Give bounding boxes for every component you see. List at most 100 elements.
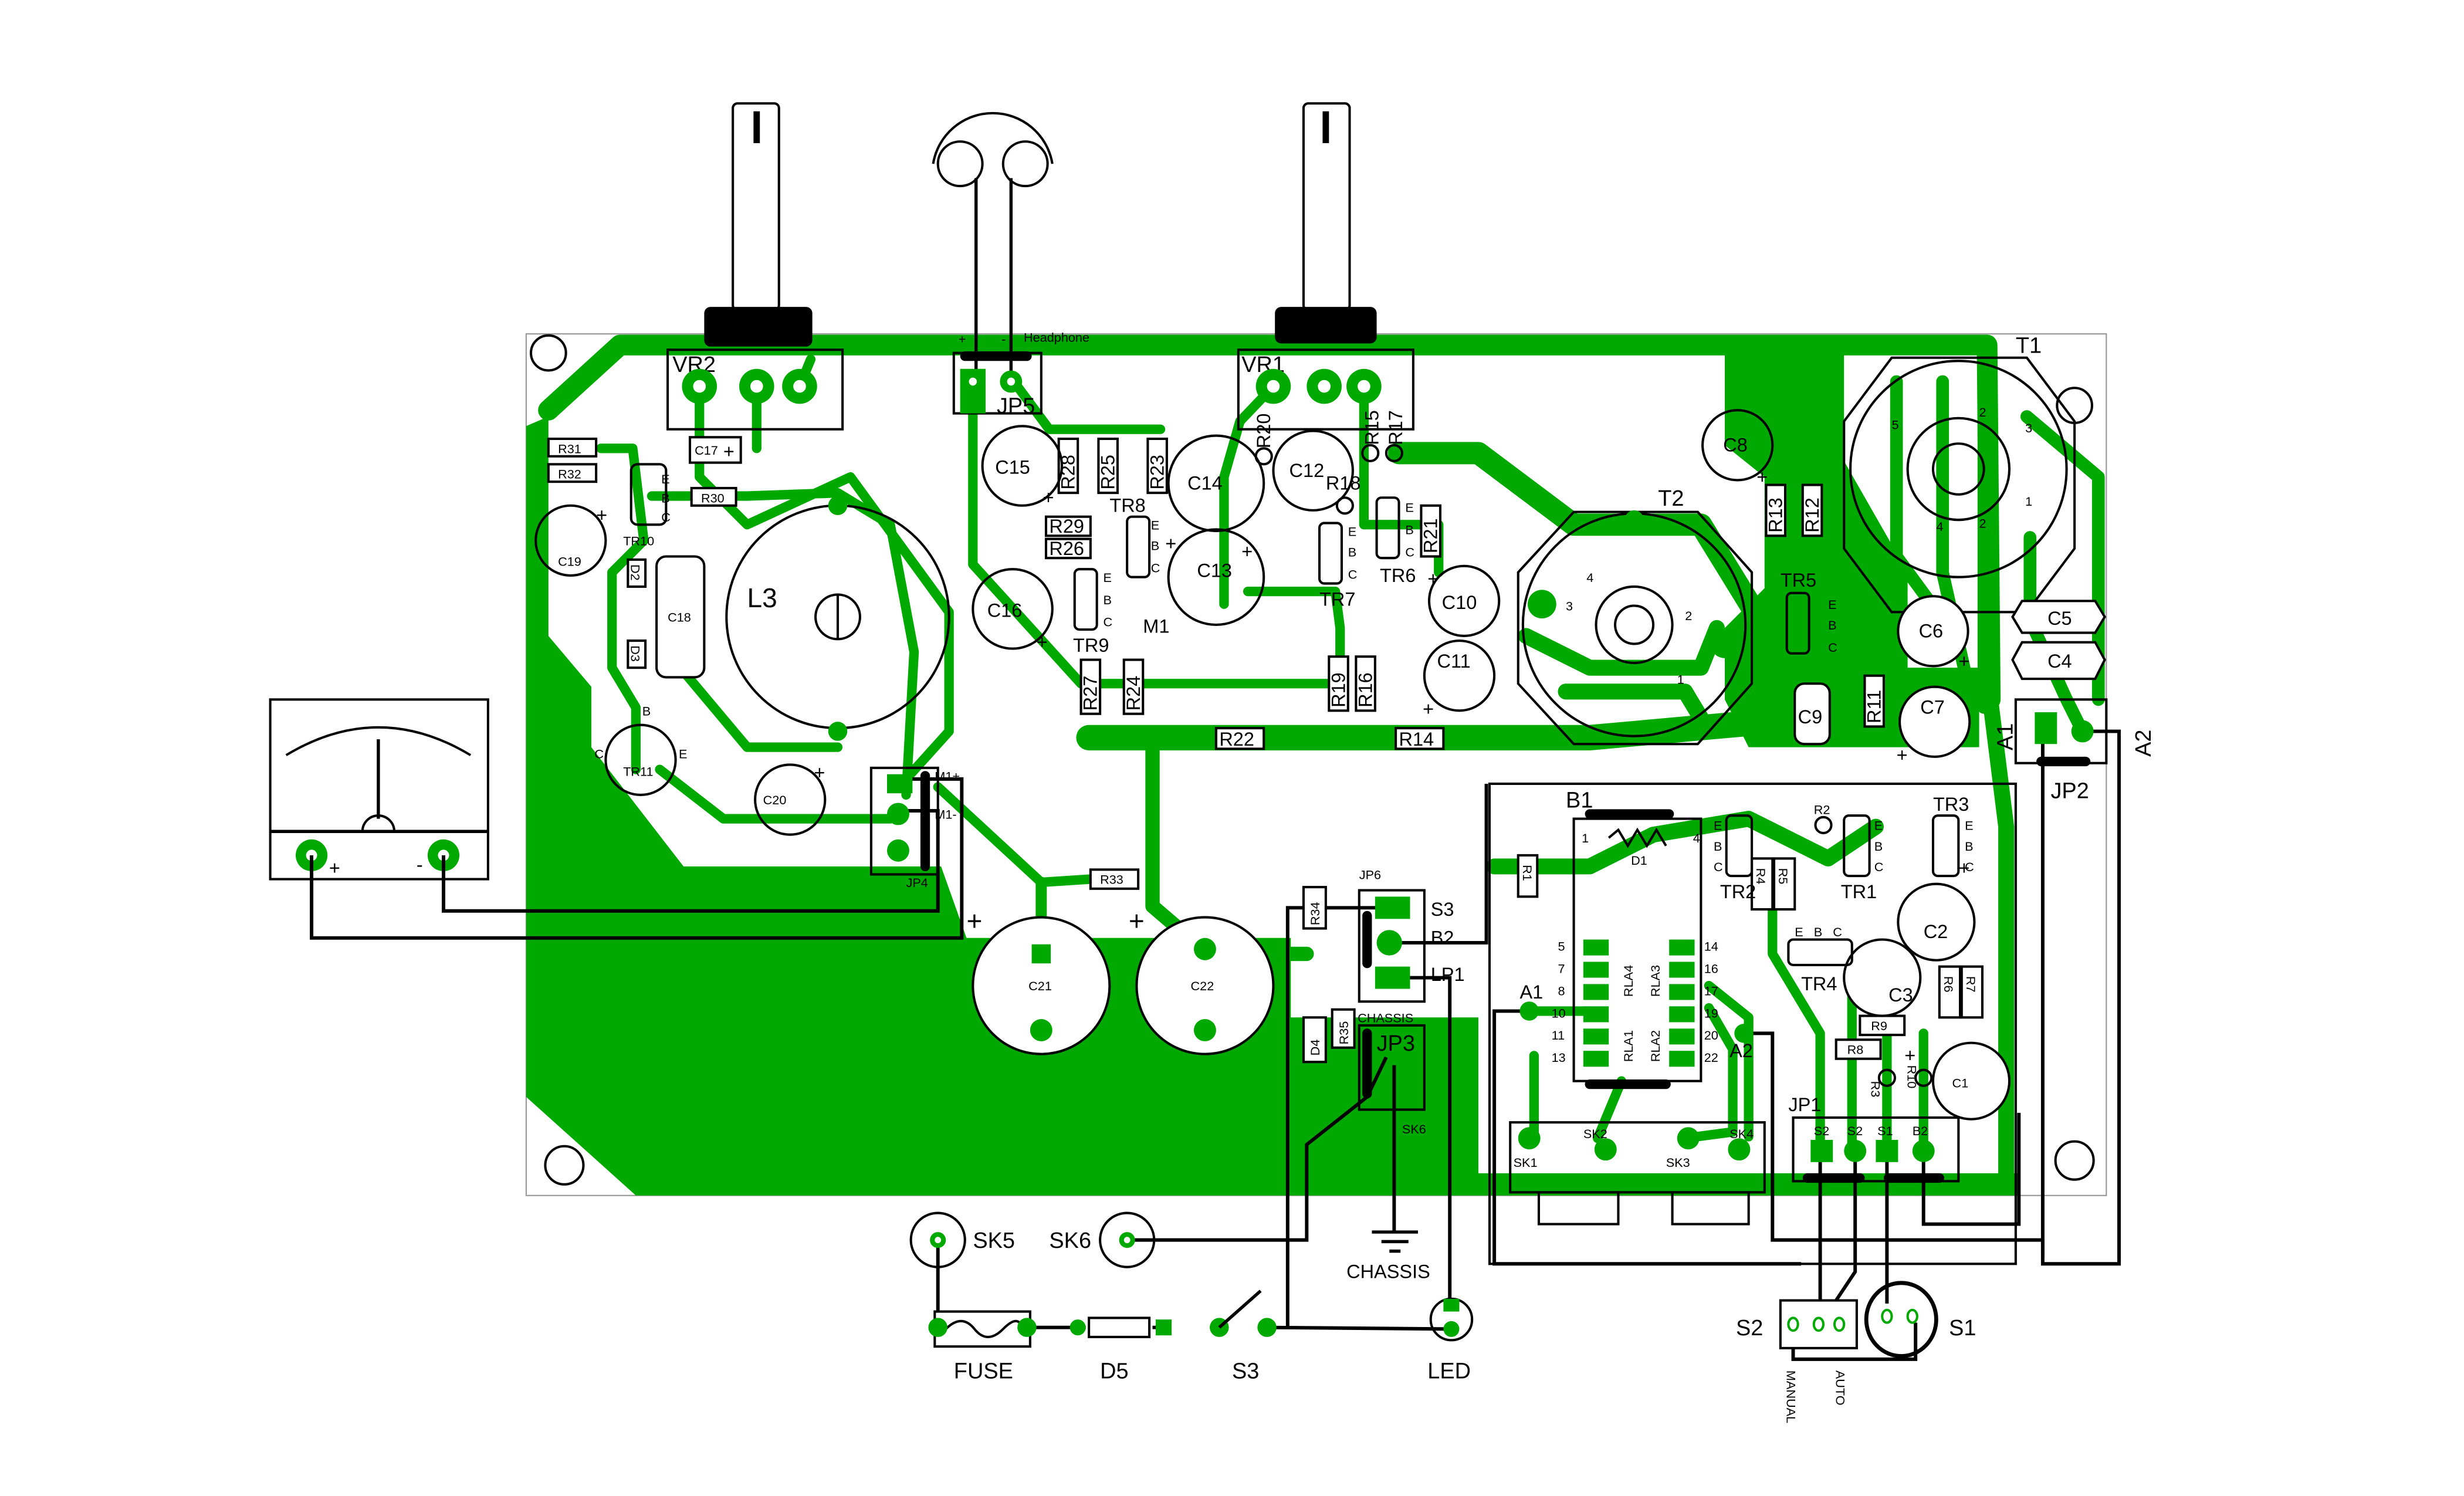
r23-resistor[interactable]: R23 [1146, 437, 1168, 495]
r35-resistor[interactable]: R35 [1331, 1008, 1356, 1049]
vr1-potentiometer[interactable]: VR1 [1237, 102, 1414, 431]
vr2-potentiometer[interactable]: VR2 [666, 102, 844, 431]
c12-capacitor[interactable]: C12 [1272, 429, 1354, 512]
tr9-pin-e: E [1104, 570, 1112, 585]
r7-resistor[interactable]: R7 [1960, 965, 1984, 1019]
c21-capacitor[interactable]: C21+ [966, 905, 1111, 1055]
c18-capacitor[interactable]: C18 [655, 555, 706, 679]
r30-resistor[interactable]: R30 [690, 486, 737, 507]
r24-resistor[interactable]: R24 [1122, 658, 1145, 715]
r18-resistor[interactable]: R18 [1326, 473, 1361, 515]
d2-diode[interactable]: D2 [627, 558, 647, 588]
jp4-connector[interactable]: M1+ M1- JP4 [869, 766, 960, 890]
c8-capacitor[interactable]: C8+ [1701, 409, 1774, 488]
headphone-jack[interactable]: + - Headphone JP5 [932, 111, 1089, 419]
d4-diode[interactable]: D4 [1302, 1016, 1327, 1064]
c14-capacitor[interactable]: C14+ [1165, 434, 1265, 554]
led[interactable]: LED [1427, 1297, 1474, 1383]
c22-capacitor[interactable]: C22+ [1129, 905, 1275, 1055]
r15-resistor[interactable]: R15 [1361, 410, 1382, 462]
r5-resistor[interactable]: R5 [1772, 857, 1796, 911]
jp6-connector[interactable]: JP6 S3 B2 LP1 CHASSIS [1358, 868, 1464, 1025]
b1-relay-board[interactable]: B1 1 4 D1 5 7 8 10 11 13 14 16 17 19 20 … [1488, 782, 2017, 1265]
r21-resistor[interactable]: R21 [1420, 504, 1441, 558]
r4-resistor[interactable]: R4 [1751, 857, 1774, 911]
l3-inductor[interactable]: L3 [725, 496, 950, 741]
r13-label: R13 [1765, 497, 1786, 533]
sk5-socket[interactable]: SK5 [909, 1211, 1015, 1268]
r6-resistor[interactable]: R6 [1938, 965, 1962, 1019]
c20-capacitor[interactable]: C20+ [754, 762, 827, 836]
r2-resistor[interactable]: R2 [1814, 802, 1833, 834]
r8-resistor[interactable]: R8 [1835, 1038, 1882, 1060]
r29-resistor[interactable]: R29 [1044, 515, 1092, 537]
c21-plus: + [966, 905, 982, 936]
r10-resistor[interactable]: R10 [1905, 1065, 1933, 1089]
c1-capacitor[interactable]: C1+ [1904, 1041, 2011, 1121]
c9-capacitor[interactable]: C9 [1793, 682, 1831, 746]
r13-resistor[interactable]: R13 [1765, 483, 1786, 537]
c16-capacitor[interactable]: C16+ [972, 568, 1054, 653]
sk6-socket[interactable]: SK6 [1049, 1211, 1156, 1268]
c3-capacitor[interactable]: C3 [1843, 938, 1922, 1017]
r20-resistor[interactable]: R20 [1253, 414, 1274, 466]
r12-resistor[interactable]: R12 [1801, 483, 1823, 537]
c6-plus: + [1958, 651, 1969, 672]
r17-resistor[interactable]: R17 [1385, 410, 1406, 462]
r1-resistor[interactable]: R1 [1517, 854, 1539, 898]
r27-resistor[interactable]: R27 [1079, 658, 1102, 715]
c15-capacitor[interactable]: C15+ [981, 425, 1064, 508]
r32-resistor[interactable]: R32 [547, 463, 598, 483]
fuse[interactable]: FUSE [928, 1310, 1037, 1384]
c4-capacitor[interactable]: C4 [2011, 641, 2106, 681]
sk5-label: SK5 [973, 1228, 1015, 1253]
d5-diode[interactable]: D5 [1069, 1316, 1172, 1383]
c13-capacitor[interactable]: C13+ [1167, 528, 1265, 627]
r14-resistor[interactable]: R14 [1395, 727, 1445, 750]
r31-resistor[interactable]: R31 [547, 437, 598, 458]
r11-resistor[interactable]: R11 [1863, 674, 1885, 728]
c2-plus: + [1958, 857, 1969, 878]
r25-resistor[interactable]: R25 [1097, 437, 1119, 495]
jp2-connector[interactable]: A1 A2 JP2 [1993, 698, 2156, 803]
c10-capacitor[interactable]: C10+ [1427, 564, 1501, 637]
jp1-connector[interactable]: JP1 S2 S2 S1 B2 [1788, 1094, 1960, 1183]
c17-capacitor[interactable]: C17+ [688, 436, 742, 464]
r34-resistor[interactable]: R34 [1302, 886, 1327, 930]
r22-resistor[interactable]: R22 [1214, 727, 1265, 750]
s2-switch[interactable]: S2 MANUAL AUTO [1736, 1299, 1858, 1423]
c5-capacitor[interactable]: C5 [2011, 600, 2106, 634]
c1-plus: + [1904, 1045, 1915, 1066]
r16-resistor[interactable]: R16 [1355, 655, 1376, 712]
t2-transformer[interactable]: T2 4 3 2 1 [1517, 486, 1754, 746]
r9-resistor[interactable]: R9 [1859, 1014, 1906, 1037]
s1-switch[interactable]: S1 [1864, 1281, 1976, 1358]
r19-resistor[interactable]: R19 [1328, 655, 1349, 712]
r26-resistor[interactable]: R26 [1044, 537, 1092, 560]
c2-capacitor[interactable]: C2+ [1897, 857, 1976, 962]
r33-resistor[interactable]: R33 [1089, 868, 1140, 890]
c19-capacitor[interactable]: C19+ [534, 504, 607, 577]
c6-capacitor[interactable]: C6+ [1897, 595, 1969, 672]
c13-label: C13 [1197, 560, 1232, 581]
sk-connector[interactable]: SK1 SK2 SK3 SK4 [1509, 1121, 1766, 1226]
c7-capacitor[interactable]: C7+ [1897, 685, 1971, 766]
d3-diode[interactable]: D3 [627, 639, 647, 669]
r3-resistor[interactable]: R3 [1868, 1068, 1896, 1098]
c11-capacitor[interactable]: C11+ [1423, 639, 1496, 719]
s3-switch[interactable]: S3 [1210, 1289, 1277, 1383]
jp3-connector[interactable]: JP3 SK6 [1358, 1024, 1426, 1136]
tr7-label: TR7 [1319, 588, 1355, 610]
meter[interactable]: + - [269, 698, 489, 881]
